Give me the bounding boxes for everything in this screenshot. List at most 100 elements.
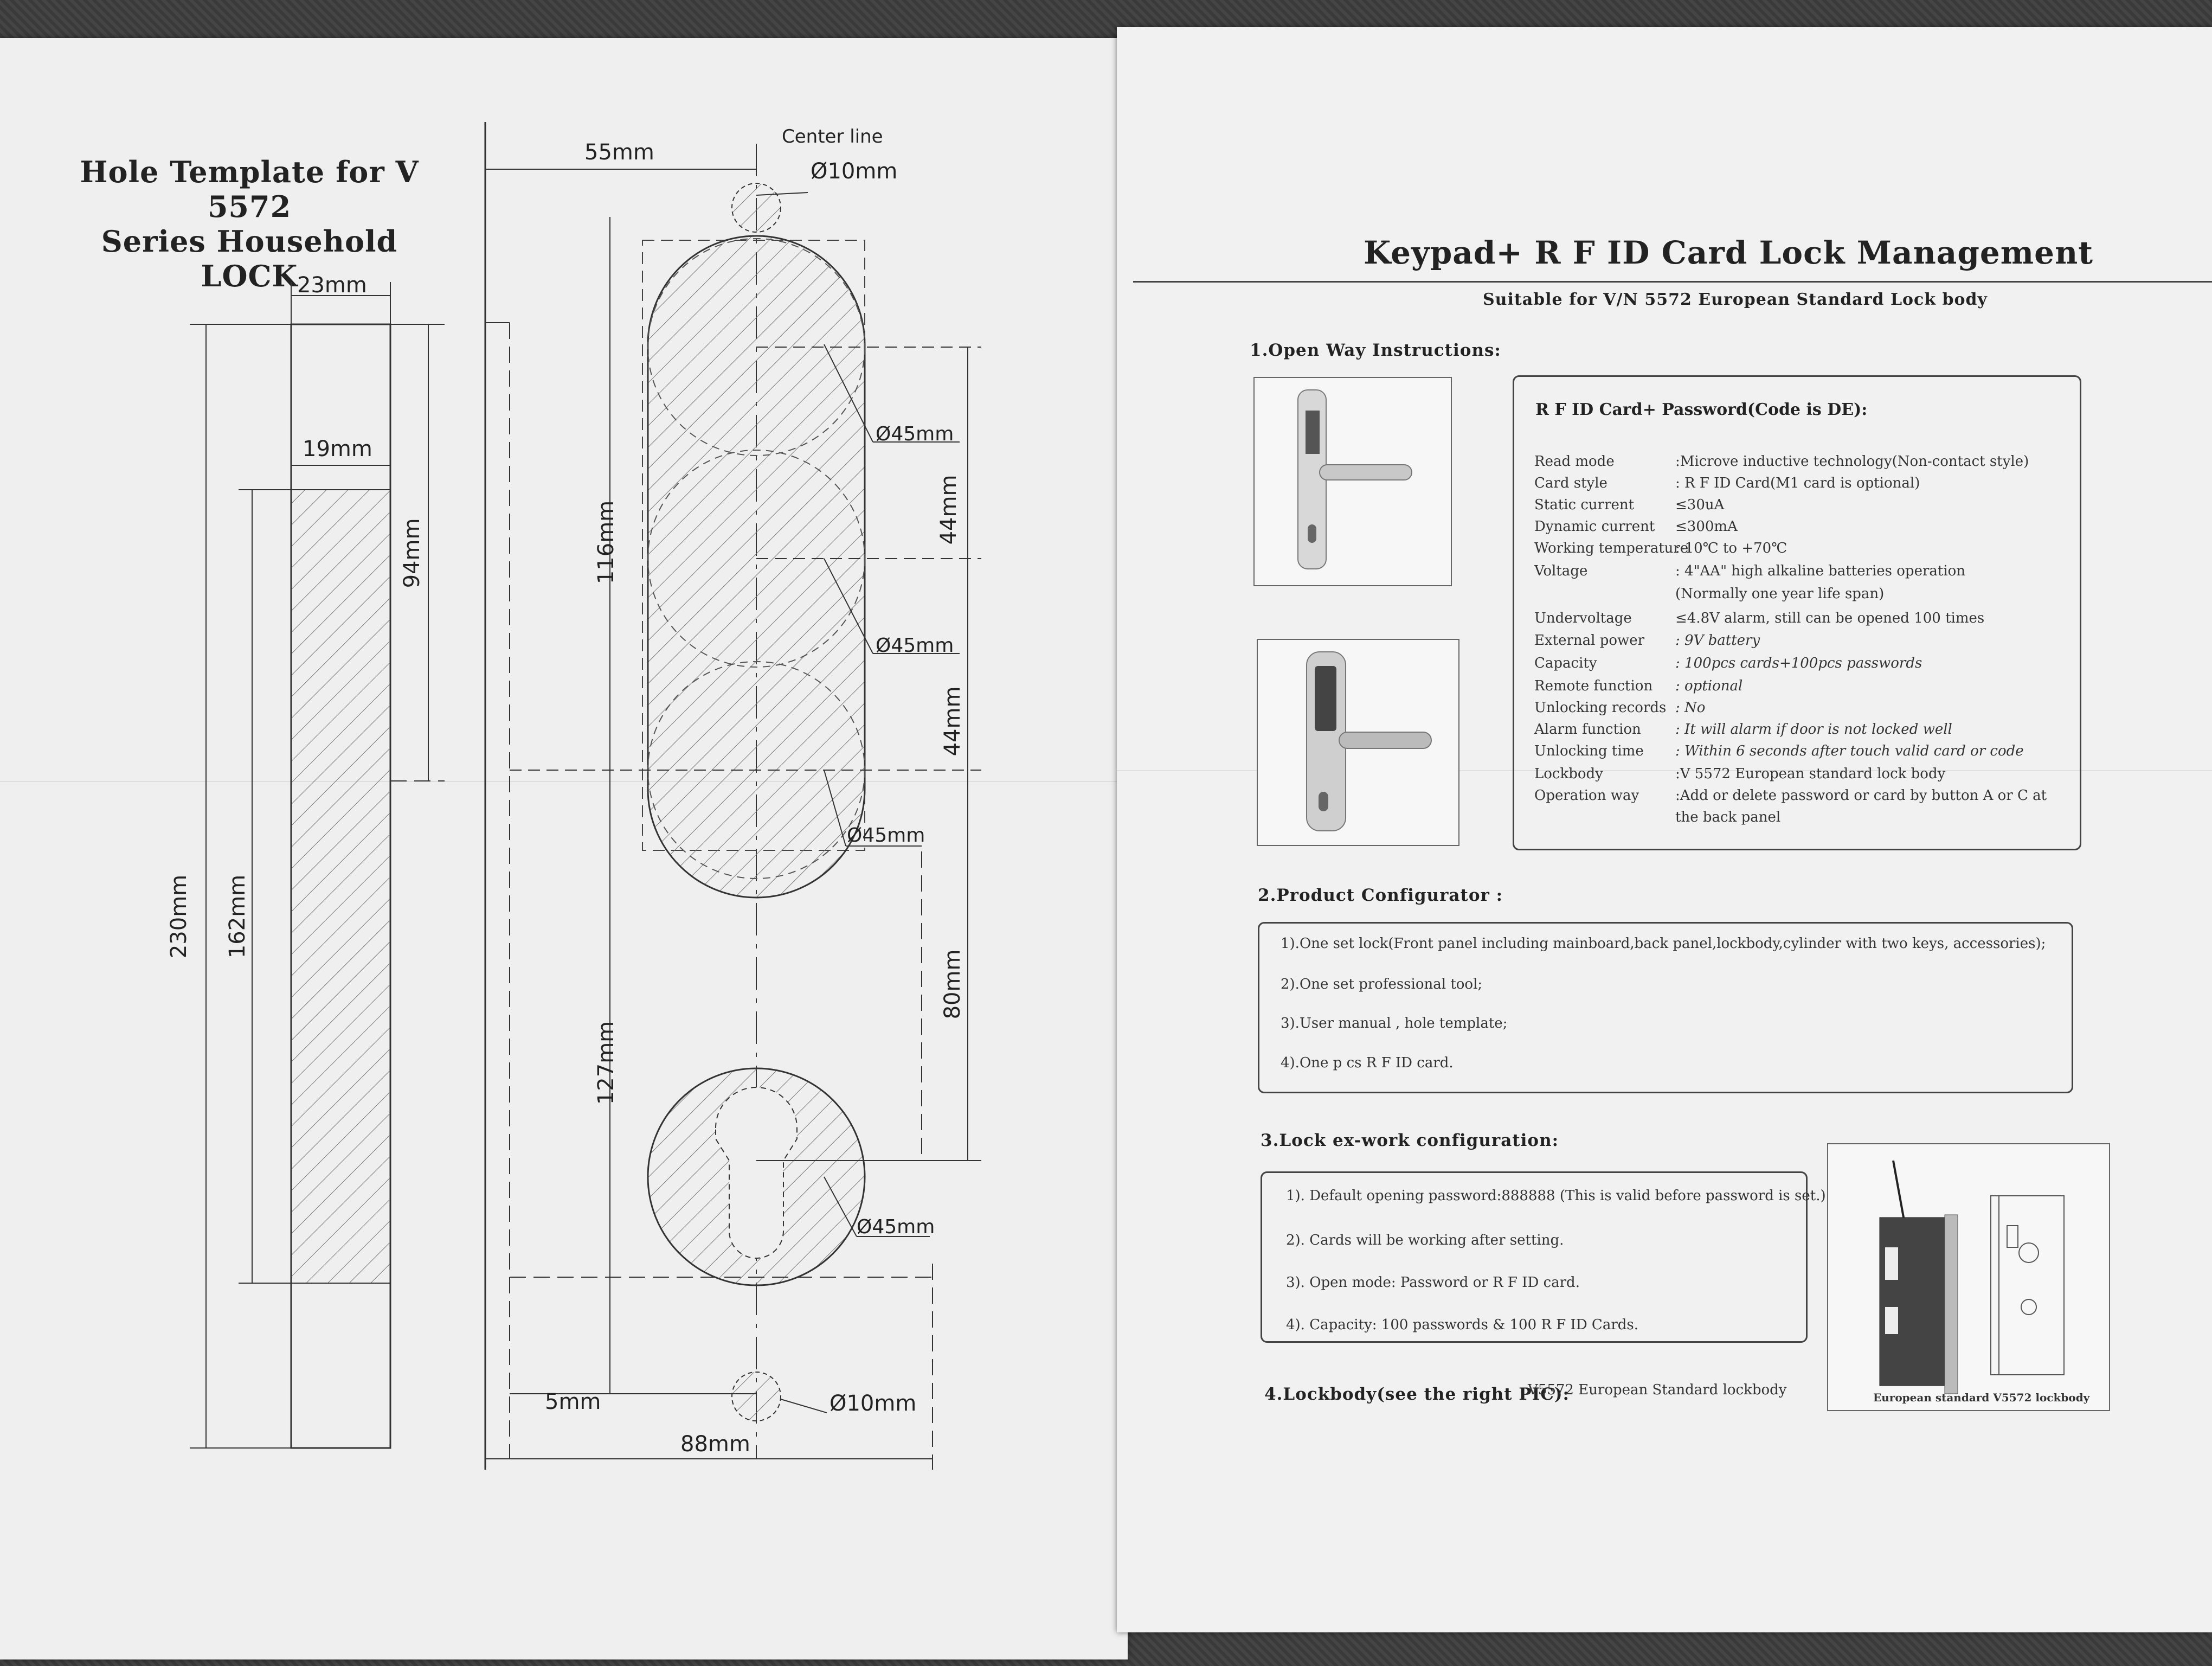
spec-value: :Microve inductive technology(Non-contac…: [1675, 453, 2029, 470]
dim-44mm-2: 44mm: [940, 686, 965, 757]
lock-photo-angle: [1257, 639, 1459, 846]
center-line-label: Center line: [782, 126, 883, 148]
title-rule: [1133, 281, 2212, 283]
dim-10mm-top: Ø10mm: [811, 159, 898, 184]
lockbody-caption: European standard V5572 lockbody: [1873, 1391, 2090, 1404]
spec-label: Unlocking records: [1534, 700, 1667, 716]
spec-row: Static current ≤30uA: [1534, 497, 1724, 513]
dim-55mm: 55mm: [584, 140, 654, 165]
spec-row: Lockbody :V 5572 European standard lock b…: [1534, 766, 1945, 782]
template-title-line2: Series Household LOCK: [101, 224, 398, 293]
bottom-screw-hole: [731, 1372, 781, 1421]
spec-box-title: R F ID Card+ Password(Code is DE):: [1535, 400, 1868, 419]
dim-10mm-bottom: Ø10mm: [829, 1391, 917, 1416]
lock-photo-front: [1253, 377, 1452, 586]
spec-label: Alarm function: [1534, 721, 1641, 738]
spec-value: :Add or delete password or card by butto…: [1675, 787, 2047, 804]
spec-value: :-10℃ to +70℃: [1675, 540, 1787, 556]
template-title: Hole Template for V 5572 Series Househol…: [60, 155, 439, 293]
spec-label: Dynamic current: [1534, 518, 1655, 535]
section2-heading: 2.Product Configurator :: [1258, 886, 1503, 905]
spec-value: : It will alarm if door is not locked we…: [1675, 721, 1952, 738]
dim-44mm-1: 44mm: [936, 475, 961, 545]
spec-label: Read mode: [1534, 453, 1615, 470]
manual-subtitle: Suitable for V/N 5572 European Standard …: [1483, 290, 1988, 309]
dim-45mm-2: Ø45mm: [876, 635, 954, 657]
spec-row: the back panel: [1534, 809, 1780, 825]
spec-value: ≤30uA: [1675, 497, 1725, 513]
dim-5mm: 5mm: [545, 1389, 601, 1414]
spec-label: Working temperature: [1534, 540, 1689, 556]
spec-label: Unlocking time: [1534, 743, 1644, 759]
spec-value: (Normally one year life span): [1675, 586, 1885, 602]
spec-row: Operation way :Add or delete password or …: [1534, 787, 2047, 804]
spec-value: ≤300mA: [1675, 518, 1738, 535]
dim-94mm: 94mm: [400, 518, 425, 588]
dim-230mm: 230mm: [166, 874, 191, 959]
config-box: [1258, 922, 2073, 1093]
dim-80mm: 80mm: [940, 949, 965, 1020]
spec-row: Capacity : 100pcs cards+100pcs passwords: [1534, 655, 1922, 671]
spec-value: : No: [1675, 700, 1706, 716]
spec-value: : 4"AA" high alkaline batteries operatio…: [1675, 563, 1966, 579]
template-title-line1: Hole Template for V 5572: [80, 155, 419, 224]
config-item-3: 3).User manual , hole template;: [1281, 1015, 1508, 1031]
section4-heading: 4.Lockbody(see the right PIC):: [1264, 1385, 1570, 1404]
spec-value: the back panel: [1675, 809, 1781, 825]
dim-45mm-4: Ø45mm: [857, 1216, 935, 1238]
dim-88mm: 88mm: [680, 1432, 750, 1457]
spec-label: Card style: [1534, 475, 1607, 491]
spec-label: Capacity: [1534, 655, 1597, 671]
spec-value: :V 5572 European standard lock body: [1675, 766, 1946, 782]
spec-value: : 100pcs cards+100pcs passwords: [1675, 655, 1922, 671]
lockbody-mortise: [291, 489, 391, 1284]
exwork-item-4: 4). Capacity: 100 passwords & 100 R F ID…: [1286, 1317, 1638, 1333]
spec-row: Dynamic current ≤300mA: [1534, 518, 1738, 535]
spec-value: : R F ID Card(M1 card is optional): [1675, 475, 1920, 491]
spec-label: Static current: [1534, 497, 1635, 513]
spec-label: Remote function: [1534, 678, 1653, 694]
dim-162mm: 162mm: [225, 874, 250, 959]
section1-heading: 1.Open Way Instructions:: [1250, 341, 1501, 360]
dim-45mm-1: Ø45mm: [876, 423, 954, 445]
exwork-item-1: 1). Default opening password:888888 (Thi…: [1286, 1188, 1826, 1204]
spec-label: Lockbody: [1534, 766, 1603, 782]
dim-127mm: 127mm: [594, 1021, 619, 1105]
spec-value: : optional: [1675, 678, 1743, 694]
spec-value: : 9V battery: [1675, 632, 1760, 649]
spec-row: Card style : R F ID Card(M1 card is optio…: [1534, 475, 1920, 491]
spec-label: External power: [1534, 632, 1645, 649]
spec-row: Remote function : optional: [1534, 678, 1742, 694]
spec-label: Undervoltage: [1534, 610, 1632, 626]
lockbody-diagram: [1827, 1143, 2110, 1411]
spec-row: Alarm function : It will alarm if door is…: [1534, 721, 1952, 738]
spec-value: ≤4.8V alarm, still can be opened 100 tim…: [1675, 610, 1985, 626]
manual-title: Keypad+ R F ID Card Lock Management: [1364, 234, 2094, 271]
dim-23mm: 23mm: [297, 273, 367, 298]
spec-row: Working temperature:-10℃ to +70℃: [1534, 540, 1787, 556]
spec-row: Read mode :Microve inductive technology(N…: [1534, 453, 2029, 470]
spec-value: : Within 6 seconds after touch valid car…: [1675, 743, 2024, 759]
section4-text: V5572 European Standard lockbody: [1528, 1382, 1787, 1398]
spec-row: (Normally one year life span): [1534, 586, 1884, 602]
config-item-1: 1).One set lock(Front panel including ma…: [1281, 935, 2046, 952]
spec-box: [1513, 375, 2081, 850]
exwork-box: [1261, 1171, 1808, 1343]
exwork-item-3: 3). Open mode: Password or R F ID card.: [1286, 1274, 1580, 1291]
config-item-2: 2).One set professional tool;: [1281, 976, 1483, 992]
top-screw-hole: [731, 183, 781, 233]
section3-heading: 3.Lock ex-work configuration:: [1261, 1131, 1559, 1150]
spec-row: Voltage : 4"AA" high alkaline batteries o…: [1534, 563, 1965, 579]
spec-label: Operation way: [1534, 787, 1639, 804]
spec-label: Voltage: [1534, 563, 1588, 579]
dim-45mm-3: Ø45mm: [847, 824, 925, 847]
exwork-item-2: 2). Cards will be working after setting.: [1286, 1232, 1564, 1248]
dim-116mm: 116mm: [594, 500, 619, 585]
hole-template-sheet: [0, 38, 1128, 1659]
dim-19mm: 19mm: [303, 437, 372, 462]
spec-row: Unlocking records : No: [1534, 700, 1705, 716]
config-item-4: 4).One p cs R F ID card.: [1281, 1055, 1454, 1071]
spec-row: External power : 9V battery: [1534, 632, 1760, 649]
spec-row: Unlocking time : Within 6 seconds after t…: [1534, 743, 2024, 759]
